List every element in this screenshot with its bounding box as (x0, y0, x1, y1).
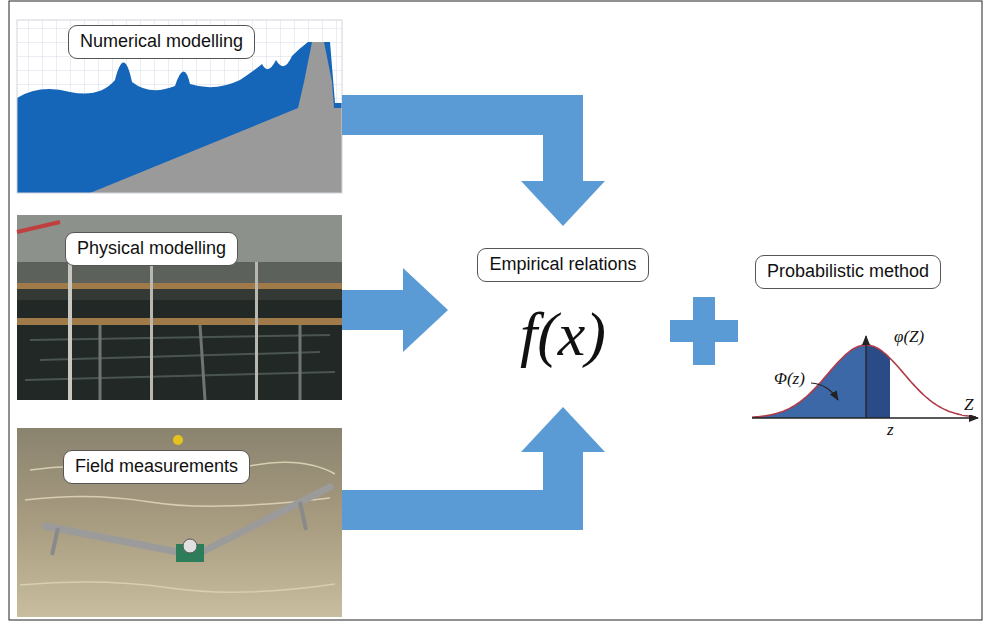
normal-distribution-chart-part (811, 383, 838, 400)
physical-model-photo-part (255, 262, 258, 400)
numerical-model-picture-part (17, 20, 342, 193)
physical-model-photo-part (17, 215, 342, 400)
plus-sign (670, 297, 738, 365)
node-label: Empirical relations (477, 248, 648, 282)
outer-frame (9, 1, 982, 620)
node-label: Probabilistic method (755, 255, 941, 289)
numerical-model-picture (17, 20, 342, 193)
plus-sign-part (693, 297, 715, 365)
area-label: Φ(z) (772, 370, 807, 389)
function-symbol: f(x) (520, 300, 606, 368)
physical-model-photo-part (100, 325, 300, 400)
physical-model-photo-part (17, 283, 342, 289)
normal-distribution-chart-part (865, 336, 866, 418)
normal-distribution-chart-part (866, 345, 890, 418)
node-label: Physical modelling (65, 232, 238, 266)
physical-model-photo-part (17, 318, 342, 325)
physical-panel: Physical modelling (17, 215, 342, 400)
numerical-model-picture-part (90, 42, 342, 193)
axis-label: Z (962, 396, 975, 415)
axis-label: φ(Z) (892, 328, 926, 347)
physical-model-photo-part (150, 265, 153, 400)
numerical-panel: Numerical modelling (17, 20, 342, 193)
numerical-model-picture-part (17, 20, 342, 193)
block-arrow (342, 452, 563, 510)
numerical-model-picture-part (17, 20, 342, 193)
probabilistic-box: Probabilistic method (755, 255, 942, 289)
physical-model-photo-part (17, 222, 60, 232)
node-label: Numerical modelling (68, 25, 255, 59)
field-measurement-photo-part (183, 539, 197, 553)
physical-model-photo (17, 215, 342, 400)
field-panel: Field measurements (17, 428, 342, 617)
block-arrow (342, 290, 403, 330)
normal-distribution-chart-part (752, 345, 976, 417)
axis-tick-label: z (885, 421, 896, 440)
field-measurement-photo-part (173, 435, 183, 445)
field-measurement-photo-part (202, 487, 330, 552)
physical-model-photo-part (17, 300, 342, 400)
normal-distribution-chart-part (752, 345, 866, 418)
normal-distribution-chart-part (752, 417, 978, 418)
field-measurement-photo (17, 428, 342, 617)
normal-distribution-chart (752, 336, 978, 418)
field-measurement-photo-part (45, 526, 178, 552)
node-label: Field measurements (63, 450, 250, 484)
physical-model-photo-part (17, 215, 342, 270)
numerical-model-picture-part (17, 42, 342, 193)
block-arrow (342, 115, 563, 181)
field-measurement-photo-part (17, 428, 342, 617)
